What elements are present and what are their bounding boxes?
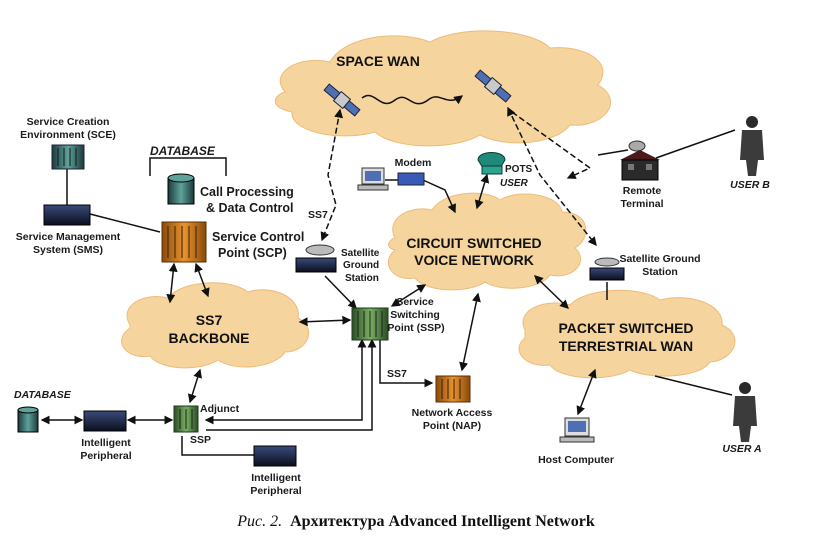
- sat-left-label-line2: Ground: [343, 260, 379, 271]
- user-a-icon: [733, 382, 757, 442]
- remote-dish-icon: [628, 140, 646, 152]
- user-b-label: USER B: [730, 179, 770, 191]
- nap-label-line1: Network Access: [412, 407, 493, 419]
- database-top-label: DATABASE: [150, 144, 216, 158]
- scp-label-line2: Point (SCP): [218, 246, 287, 260]
- caption-title: Архитектура Advanced Intelligent Network: [290, 513, 595, 530]
- remote-label-line1: Remote: [623, 185, 662, 197]
- pots-label-line1: POTS: [505, 164, 533, 175]
- sat-left-label-line3: Station: [345, 273, 379, 284]
- scp-ss7-line-a: [166, 262, 178, 304]
- ssp-label-line2: Switching: [390, 309, 440, 321]
- sat-left-ss7-line: [320, 108, 344, 242]
- ssp-nap-line: [379, 340, 434, 388]
- space-wan-title: SPACE WAN: [336, 53, 420, 69]
- user-a-label: USER A: [722, 443, 761, 455]
- packet-usera-line: [654, 375, 733, 396]
- adjunct-rack-icon: [173, 405, 199, 433]
- scp-ss7-line-b: [194, 262, 210, 298]
- caption-prefix: Рис. 2.: [236, 513, 282, 530]
- sms-server-icon: [43, 204, 91, 226]
- scp-label-line1: Service Control: [212, 230, 304, 244]
- ssp-label-line1: Service: [396, 296, 434, 308]
- intelligent-peripheral-2-icon: [253, 445, 297, 467]
- host-computer-icon: [559, 417, 595, 443]
- call-processing-line1: Call Processing: [200, 185, 294, 199]
- ssp-small-ssp-line-b: [206, 338, 377, 431]
- circuit-nap-line: [459, 292, 481, 372]
- satellite-link: [361, 94, 464, 105]
- ss7-link-label-b: SS7: [387, 368, 407, 380]
- ssp-circuit-line: [390, 284, 427, 307]
- circuit-packet-line: [534, 275, 569, 309]
- user-b-icon: [740, 116, 764, 176]
- remote-userb-line: [655, 129, 736, 159]
- database-bottom-label: DATABASE: [14, 389, 72, 401]
- ground-ssp-line: [324, 275, 357, 309]
- satellite-right-icon: [474, 69, 512, 103]
- ss7-title-line1: SS7: [196, 312, 223, 328]
- sat-right-label-line2: Station: [642, 266, 678, 278]
- small-ssp-ip2-line: [181, 436, 255, 456]
- ssp-label-line3: Point (SSP): [387, 322, 444, 334]
- sms-scp-line: [89, 213, 161, 233]
- sms-label-line1: Service Management: [16, 231, 121, 243]
- host-label: Host Computer: [538, 454, 614, 466]
- sat-right-ground-line: [507, 106, 597, 247]
- packet-title-line1: PACKET SWITCHED: [558, 320, 693, 336]
- sat-left-label-line1: Satellite: [341, 248, 380, 259]
- sce-rack-icon: [51, 144, 85, 170]
- circuit-title-line1: CIRCUIT SWITCHED: [406, 235, 541, 251]
- modem-icon: [397, 172, 425, 186]
- ss7-title-line2: BACKBONE: [169, 330, 250, 346]
- packet-title-line2: TERRESTRIAL WAN: [559, 338, 693, 354]
- sms-label-line2: System (SMS): [33, 244, 103, 256]
- nap-label-line2: Point (NAP): [423, 420, 481, 432]
- remote-dish-line: [597, 149, 629, 156]
- ip2-label-line1: Intelligent: [251, 472, 301, 484]
- database-bracket: [149, 157, 227, 176]
- modem-label: Modem: [395, 157, 432, 169]
- sce-label-line2: Environment (SCE): [20, 129, 116, 141]
- ss7-link-label-a: SS7: [308, 209, 328, 221]
- ssp-small-label: SSP: [190, 434, 211, 446]
- pots-label-line2: USER: [500, 178, 529, 189]
- remote-label-line2: Terminal: [621, 198, 664, 210]
- sat-remote-line: [511, 111, 592, 179]
- ss7-adjunct-line: [187, 368, 203, 404]
- figure-caption: Рис. 2. Архитектура Advanced Intelligent…: [236, 513, 595, 530]
- packet-host-line: [576, 368, 597, 416]
- modem-circuit-line: [422, 179, 456, 214]
- nap-rack-icon: [435, 375, 471, 403]
- ssp-rack-icon: [351, 307, 389, 341]
- ip2-label-line2: Peripheral: [250, 485, 301, 497]
- remote-terminal-icon: [620, 150, 660, 181]
- ip1-label-line1: Intelligent: [81, 437, 131, 449]
- database-top-icon: [167, 173, 195, 205]
- call-processing-line2: & Data Control: [206, 201, 294, 215]
- sat-right-label-line1: Satellite Ground: [619, 253, 700, 265]
- adjunct-label: Adjunct: [200, 403, 240, 415]
- modem-computer-icon: [357, 167, 389, 191]
- ip1-label-line2: Peripheral: [80, 450, 131, 462]
- pots-circuit-line: [474, 173, 490, 210]
- sce-label-line1: Service Creation: [27, 116, 110, 128]
- satellite-ground-station-left-icon: [295, 244, 337, 273]
- telephone-icon: [477, 152, 506, 175]
- database-bottom-icon: [17, 406, 39, 433]
- satellite-ground-station-right-icon: [589, 257, 625, 281]
- satellite-left-icon: [323, 83, 361, 117]
- connections: [40, 94, 736, 456]
- ssp-small-ssp-line-a: [204, 338, 367, 425]
- intelligent-peripheral-1-icon: [83, 410, 127, 432]
- packet-switched-cloud: [518, 289, 736, 379]
- scp-rack-icon: [161, 221, 207, 263]
- circuit-title-line2: VOICE NETWORK: [414, 252, 534, 268]
- ss7-ssp-line: [298, 315, 352, 327]
